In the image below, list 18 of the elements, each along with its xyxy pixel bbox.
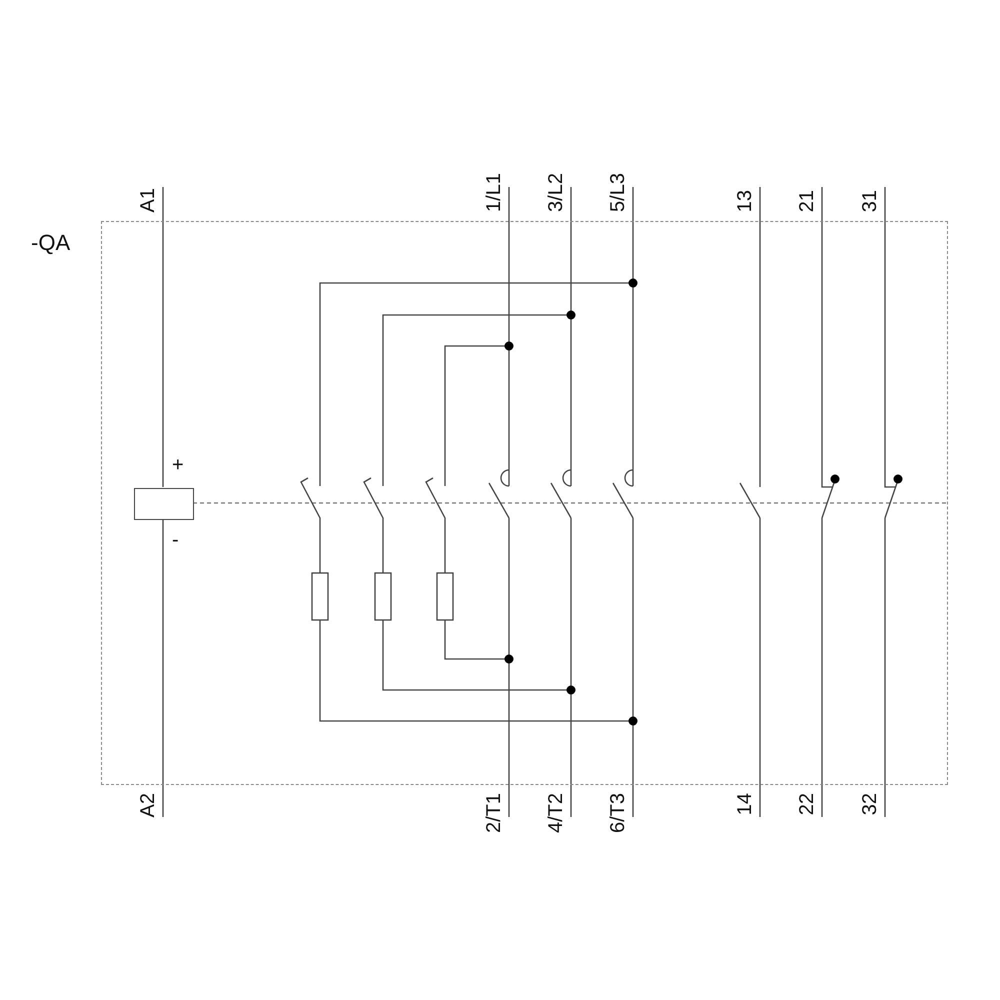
terminal-label: 3/L2 (546, 173, 566, 212)
coil-box (134, 488, 194, 520)
terminal-label: 5/L3 (608, 173, 628, 212)
terminal-label: 31 (860, 190, 880, 212)
terminal-label: 22 (797, 793, 817, 816)
minus-sign: - (172, 530, 179, 550)
terminal-label: 1/L1 (484, 173, 504, 212)
terminal-label: 6/T3 (608, 793, 628, 834)
terminal-label: 21 (797, 190, 817, 212)
terminal-label: A2 (138, 793, 158, 818)
plus-sign: + (172, 455, 184, 475)
terminal-label: 4/T2 (546, 793, 566, 834)
terminal-label: A1 (138, 188, 158, 212)
terminal-label: 32 (860, 793, 880, 816)
terminal-label: 13 (735, 190, 755, 212)
terminal-label: 2/T1 (484, 793, 504, 834)
device-tag: -QA (31, 230, 70, 256)
terminal-label: 14 (735, 793, 755, 816)
